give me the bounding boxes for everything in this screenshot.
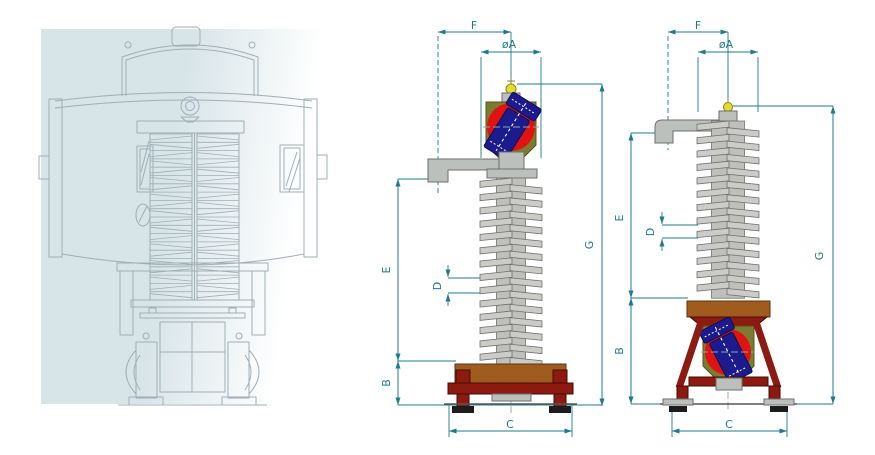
base-assembly-front	[444, 363, 577, 413]
base-assembly-side	[660, 300, 797, 412]
dim-label-f-side: F	[695, 19, 701, 32]
dim-label-c-front: C	[506, 418, 514, 431]
dim-label-f-front: F	[471, 19, 477, 32]
insulator-stack-side	[696, 120, 760, 299]
top-terminal-side	[718, 98, 738, 122]
dim-label-dia-a-front: øA	[502, 38, 517, 51]
base-plate-front	[454, 363, 567, 384]
side-elevation-drawing: F øA G E B D C	[613, 19, 836, 437]
dim-label-b-front: B	[380, 379, 393, 387]
assembled-view-drawing	[38, 26, 330, 406]
insulator-stack-front	[479, 177, 543, 368]
blue-panel-background	[41, 29, 330, 404]
monitor-unit-front	[483, 78, 542, 179]
front-elevation-drawing: F øA G E B D C	[380, 19, 605, 437]
dim-label-d-side: D	[644, 228, 657, 236]
dim-label-g-side: G	[813, 252, 826, 261]
arrester-disc-stack	[149, 133, 240, 299]
dim-label-e-side: E	[613, 214, 626, 221]
dim-label-c-side: C	[725, 418, 733, 431]
dimensions-front: F øA G E B D C	[380, 19, 605, 437]
dim-label-g-front: G	[583, 241, 596, 250]
monitor-cartridge-front	[483, 91, 542, 160]
base-plate-side	[686, 300, 771, 318]
dim-label-b-side: B	[613, 347, 626, 355]
dim-label-dia-a-side: øA	[719, 38, 734, 51]
top-terminal-ball-side	[723, 102, 733, 112]
assembled-unit-line-art	[38, 26, 328, 406]
dim-label-d-front: D	[431, 282, 444, 290]
dim-label-e-front: E	[380, 266, 393, 273]
